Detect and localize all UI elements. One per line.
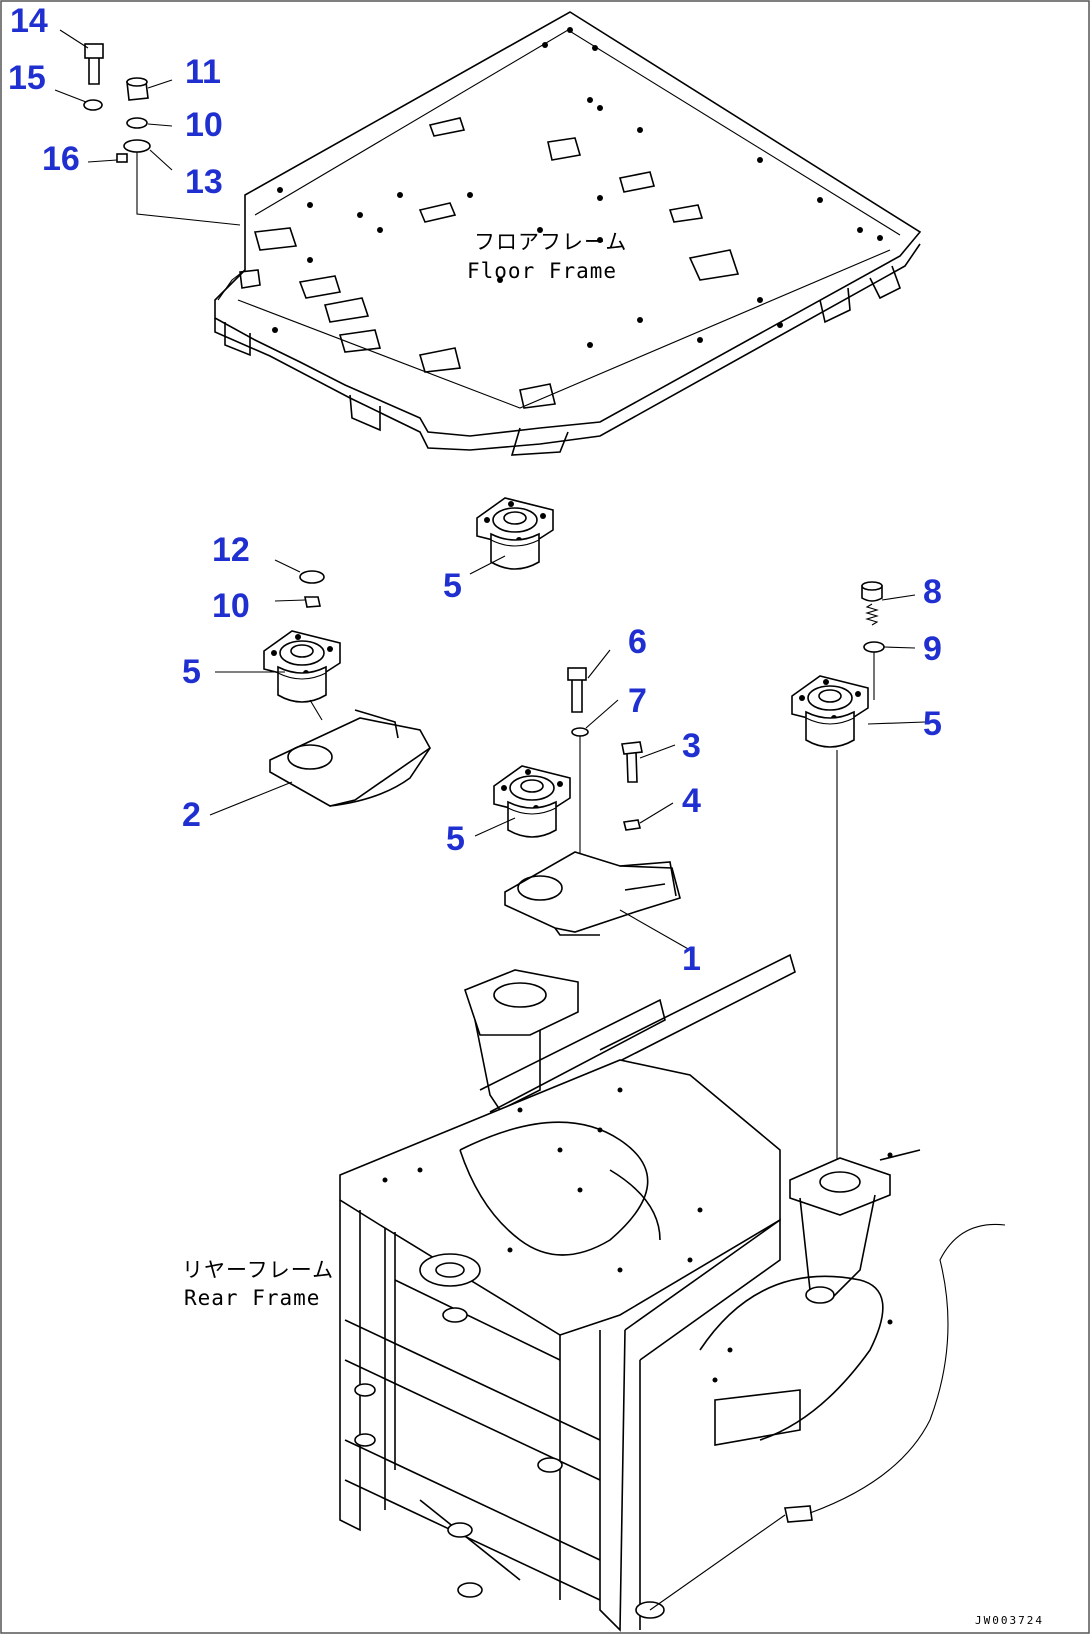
washer-4-icon	[623, 819, 641, 831]
callout-12: 12	[212, 531, 250, 569]
callout-5-left: 5	[182, 653, 201, 691]
callout-2: 2	[182, 796, 201, 834]
callout-numbers: 14 15 11 10 16 13 12 10 5 5 6 7 3 4 2 5 …	[8, 2, 942, 978]
nut-11-icon	[126, 77, 149, 101]
cap-8-icon	[861, 581, 883, 626]
callout-15: 15	[8, 59, 46, 97]
hardware-group-top-left	[83, 43, 241, 226]
rear-frame: リヤーフレーム Rear Frame	[182, 953, 1006, 1632]
callout-14: 14	[10, 2, 48, 40]
callout-5-right: 5	[923, 705, 942, 743]
callout-16: 16	[42, 140, 80, 178]
callout-7: 7	[628, 682, 647, 720]
callout-10-top: 10	[185, 106, 223, 144]
floor-frame-label-jp: フロアフレーム	[474, 230, 627, 254]
callout-5-center: 5	[446, 820, 465, 858]
washer-12-icon	[299, 570, 325, 584]
washer-7-icon	[571, 727, 589, 737]
callout-5-center-top: 5	[443, 567, 462, 605]
washer-9-icon	[863, 641, 885, 653]
callout-10-left: 10	[212, 587, 250, 625]
washer-15-icon	[83, 99, 103, 111]
rear-frame-label-en: Rear Frame	[184, 1286, 320, 1310]
callout-3: 3	[682, 727, 701, 765]
callout-9: 9	[923, 630, 942, 668]
bolt-14-icon	[84, 43, 104, 85]
callout-6: 6	[628, 623, 647, 661]
bolt-3-icon	[621, 741, 643, 783]
drawing-code: JW003724	[975, 1614, 1044, 1627]
floor-frame: フロアフレーム Floor Frame	[214, 11, 922, 456]
washer-10-left-icon	[304, 596, 321, 608]
floor-frame-label-en: Floor Frame	[467, 259, 617, 283]
callout-1: 1	[682, 940, 701, 978]
callout-4: 4	[682, 782, 701, 820]
rear-frame-label-jp: リヤーフレーム	[182, 1258, 334, 1282]
bracket-1	[504, 851, 681, 936]
callout-11: 11	[185, 53, 221, 91]
bolt-6-icon	[567, 667, 587, 713]
leader-lines	[54, 29, 926, 951]
callout-13: 13	[185, 163, 223, 201]
nut-16-icon	[116, 153, 128, 163]
bracket-2	[269, 699, 432, 807]
washer-10-top-icon	[126, 117, 148, 129]
callout-8: 8	[923, 573, 942, 611]
plate-13-icon	[123, 139, 151, 153]
